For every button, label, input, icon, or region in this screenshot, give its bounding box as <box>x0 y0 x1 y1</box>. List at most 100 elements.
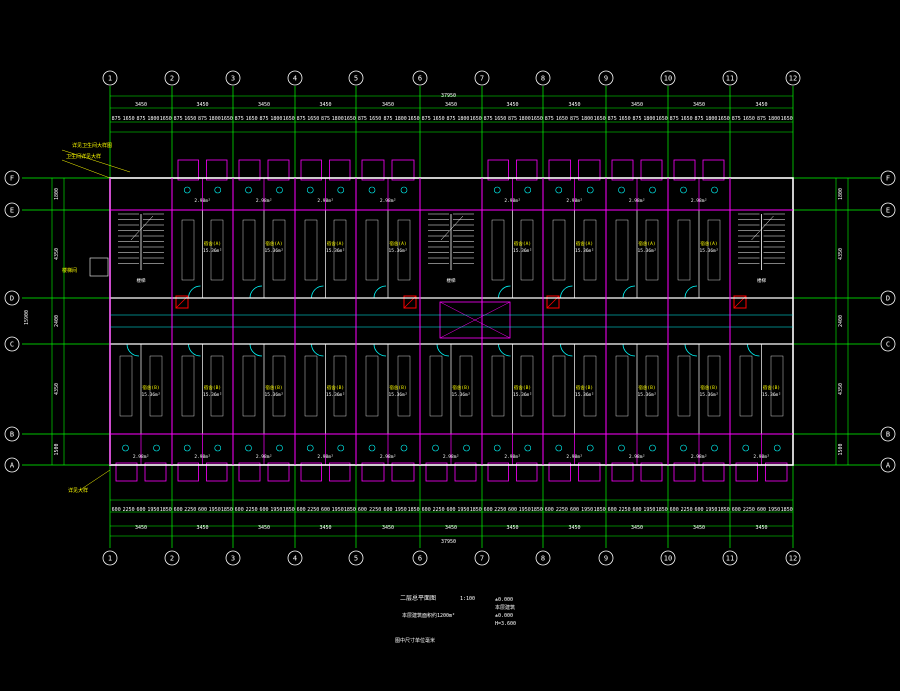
bath-area-bottom: 2.98m² <box>629 454 645 460</box>
bath-pod-bottom <box>300 462 322 482</box>
sub-dim-top: 1650 <box>433 116 445 122</box>
bed-outline <box>491 355 505 417</box>
door-arc <box>188 343 201 357</box>
sub-dim-top: 1650 <box>494 116 506 122</box>
dorm-label-bottom: 宿舍(B) <box>327 384 344 391</box>
bed-outline <box>119 355 133 417</box>
sub-dim-top: 1650 <box>470 116 482 122</box>
door-arc <box>622 343 636 357</box>
grid-bubble-row-label: C <box>10 341 14 349</box>
sub-dim-top: 875 <box>174 116 183 122</box>
bed-outline <box>615 355 629 417</box>
sub-dim-top: 1800 <box>270 116 282 122</box>
grid-bubble-row-label: D <box>10 295 14 303</box>
door-arc <box>126 343 140 357</box>
sub-dim-top: 875 <box>358 116 367 122</box>
sub-dim-top: 1650 <box>408 116 420 122</box>
toilet-fixture <box>586 444 594 452</box>
bay-dim-bottom: 3450 <box>755 525 767 531</box>
toilet-fixture <box>555 186 563 194</box>
bed-outline <box>552 219 566 281</box>
grid-bubble-col <box>535 550 551 566</box>
grid-bubble-row-label: F <box>10 175 14 183</box>
grid-bubble-col <box>287 550 303 566</box>
sub-dim-top: 1650 <box>184 116 196 122</box>
toilet-fixture <box>276 186 283 194</box>
bed-outline <box>397 219 411 281</box>
bay-dim-top: 3450 <box>196 102 208 108</box>
bed-outline <box>707 219 721 281</box>
dorm-label-top: 宿舍(A) <box>514 240 531 247</box>
toilet-fixture <box>680 444 687 452</box>
toilet-fixture <box>555 444 563 452</box>
dorm-area-bottom: 15.36m² <box>638 392 657 398</box>
bed-outline <box>272 355 286 417</box>
bath-pod-top <box>267 159 290 181</box>
grid-bubble-col-label: 5 <box>354 555 358 563</box>
toilet-fixture <box>183 444 191 452</box>
bay-dim-bottom: 3450 <box>382 525 394 531</box>
toilet-fixture <box>306 186 314 194</box>
bath-pod-bottom <box>361 462 385 482</box>
door-arc <box>498 285 511 299</box>
sub-dim-bottom: 1950 <box>395 507 407 513</box>
sub-dim-bottom: 600 <box>694 507 703 513</box>
door-arc <box>311 285 324 299</box>
central-lobby-diag <box>439 301 511 339</box>
dorm-area-top: 15.36m² <box>700 248 719 254</box>
grid-bubble-col-label: 10 <box>664 555 672 563</box>
row-dim-right: 1800 <box>838 188 844 200</box>
drawing-scale: 1:100 <box>460 596 475 602</box>
grid-bubble-row <box>4 290 20 306</box>
bed-outline <box>181 355 195 417</box>
sub-dim-bottom: 600 <box>446 507 455 513</box>
bay-dim-top: 3450 <box>445 102 457 108</box>
sub-dim-bottom: 2250 <box>743 507 755 513</box>
sub-dim-top: 875 <box>297 116 306 122</box>
dorm-label-top: 宿舍(A) <box>204 240 221 247</box>
bed-outline <box>520 219 534 281</box>
sub-dim-top: 1650 <box>221 116 233 122</box>
grid-bubble-col-label: 9 <box>604 75 608 83</box>
bath-pod-bottom <box>487 462 509 482</box>
bed-outline <box>645 219 659 281</box>
sub-dim-bottom: 600 <box>508 507 517 513</box>
door-arc <box>373 285 387 299</box>
bed-outline <box>397 355 411 417</box>
bath-pod-bottom <box>206 462 228 482</box>
bath-pod-bottom <box>238 462 261 482</box>
walls-layer <box>109 177 794 466</box>
sub-dim-bottom: 2250 <box>619 507 631 513</box>
central-lobby <box>439 301 511 339</box>
sub-dim-bottom: 600 <box>235 507 244 513</box>
sub-dim-bottom: 2250 <box>184 507 196 513</box>
grid-bubble-col-label: 8 <box>541 75 545 83</box>
dorm-label-top: 宿舍(A) <box>576 240 593 247</box>
bay-dim-top: 3450 <box>506 102 518 108</box>
toilet-fixture <box>337 444 345 452</box>
door-arc <box>436 343 450 357</box>
grid-bubble-row-label: E <box>10 207 14 215</box>
bed-outline <box>181 219 195 281</box>
sub-dim-bottom: 600 <box>484 507 493 513</box>
dorm-label-bottom: 宿舍(B) <box>265 384 282 391</box>
sub-dim-bottom: 1950 <box>209 507 221 513</box>
bath-pod-bottom <box>329 462 351 482</box>
toilet-fixture <box>400 186 408 194</box>
sub-dim-bottom: 2250 <box>556 507 568 513</box>
grid-bubble-row-label: E <box>886 207 890 215</box>
sub-dim-bottom: 1850 <box>283 507 295 513</box>
sub-dim-top: 1650 <box>344 116 356 122</box>
bed-outline <box>333 219 347 281</box>
row-dim-right: 4350 <box>838 383 844 395</box>
door-arc <box>249 343 263 357</box>
bed-outline <box>429 355 443 417</box>
sub-dim-bottom: 600 <box>136 507 145 513</box>
grid-bubble-col <box>102 550 118 566</box>
stair-label: 楼梯 <box>137 277 146 284</box>
bath-area-bottom: 2.98m² <box>566 454 582 460</box>
bed-outline <box>333 355 347 417</box>
grid-bubble-col-label: 10 <box>664 75 672 83</box>
bath-pod-top <box>673 159 696 181</box>
stair-label: 楼梯 <box>757 277 766 284</box>
